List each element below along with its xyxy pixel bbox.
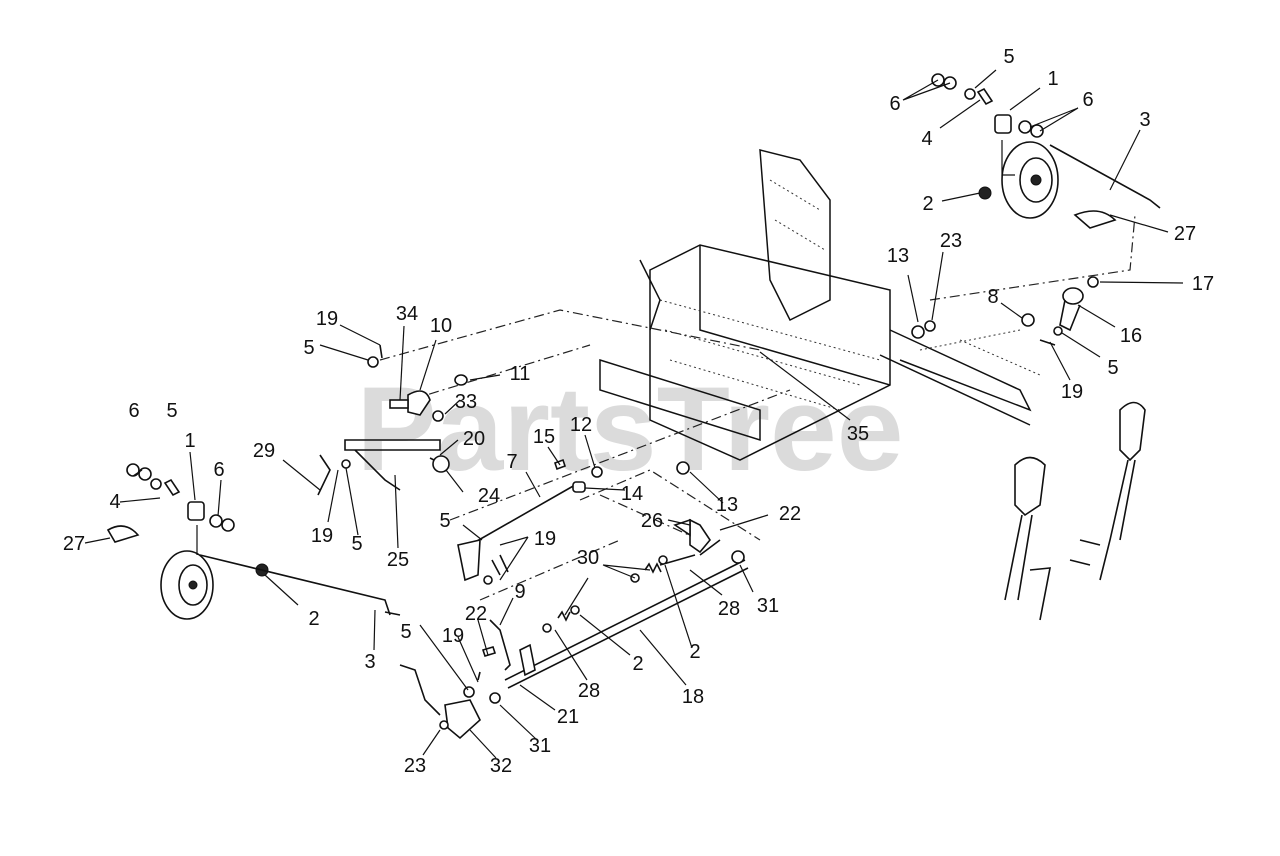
leader-lines: [84, 69, 1184, 759]
callout-27: 27: [1174, 223, 1196, 245]
callout-2: 2: [308, 608, 319, 630]
callout-32: 32: [490, 755, 512, 777]
callout-14: 14: [621, 483, 643, 505]
callout-1: 1: [1047, 68, 1058, 90]
callout-28: 28: [718, 598, 740, 620]
callout-5: 5: [1107, 357, 1118, 379]
callout-8: 8: [987, 286, 998, 308]
callout-19: 19: [311, 525, 333, 547]
callout-31: 31: [757, 595, 779, 617]
callout-23: 23: [404, 755, 426, 777]
callout-3: 3: [1139, 109, 1150, 131]
callout-33: 33: [455, 391, 477, 413]
brake-pedals: [1004, 401, 1146, 621]
callout-3: 3: [364, 651, 375, 673]
callout-19: 19: [316, 308, 338, 330]
cross-shaft: [457, 458, 690, 585]
callout-30: 30: [577, 547, 599, 569]
callout-2: 2: [689, 641, 700, 663]
callout-31: 31: [529, 735, 551, 757]
callout-16: 16: [1120, 325, 1142, 347]
callout-15: 15: [533, 426, 555, 448]
callout-5: 5: [166, 400, 177, 422]
callout-26: 26: [641, 510, 663, 532]
callout-19: 19: [1061, 381, 1083, 403]
lower-shaft: [399, 518, 749, 740]
callout-20: 20: [463, 428, 485, 450]
callout-24: 24: [478, 485, 500, 507]
callout-19: 19: [442, 625, 464, 647]
callout-34: 34: [396, 303, 418, 325]
callout-13: 13: [887, 245, 909, 267]
upper-lever-assembly: [317, 344, 468, 496]
callout-21: 21: [557, 706, 579, 728]
callout-29: 29: [253, 440, 275, 462]
callout-5: 5: [303, 337, 314, 359]
callout-11: 11: [510, 363, 531, 385]
callout-19: 19: [534, 528, 556, 550]
callout-35: 35: [847, 423, 869, 445]
axle-rod-right: [1049, 144, 1161, 209]
assembly-lines: [379, 214, 1136, 601]
lever-right: [911, 276, 1099, 346]
wheel-right: [994, 114, 1059, 219]
callout-27: 27: [63, 533, 85, 555]
callout-23: 23: [940, 230, 962, 252]
callout-22: 22: [779, 503, 801, 525]
callout-5: 5: [400, 621, 411, 643]
callout-6: 6: [889, 93, 900, 115]
callout-22: 22: [465, 603, 487, 625]
callout-12: 12: [570, 414, 592, 436]
callout-5: 5: [439, 510, 450, 532]
callout-5: 5: [1003, 46, 1014, 68]
watermark: PartsTree: [356, 362, 903, 496]
callout-6: 6: [1082, 89, 1093, 111]
callout-28: 28: [578, 680, 600, 702]
chassis-frame: [599, 149, 1041, 461]
callout-10: 10: [430, 315, 452, 337]
callout-9: 9: [514, 581, 525, 603]
callout-6: 6: [213, 459, 224, 481]
callout-1: 1: [184, 430, 195, 452]
callout-4: 4: [109, 491, 120, 513]
callout-6: 6: [128, 400, 139, 422]
wheel-left: [106, 463, 269, 620]
callout-2: 2: [632, 653, 643, 675]
callout-7: 7: [506, 451, 517, 473]
callout-18: 18: [682, 686, 704, 708]
axle-rod-left: [199, 554, 401, 616]
callout-2: 2: [922, 193, 933, 215]
callout-17: 17: [1192, 273, 1214, 295]
callout-labels: 5 1 6 6 4 3 2 27 13 23 8 17 16 5 19 35 1…: [63, 46, 1214, 777]
callout-4: 4: [921, 128, 932, 150]
callout-25: 25: [387, 549, 409, 571]
callout-13: 13: [716, 494, 738, 516]
callout-5: 5: [351, 533, 362, 555]
